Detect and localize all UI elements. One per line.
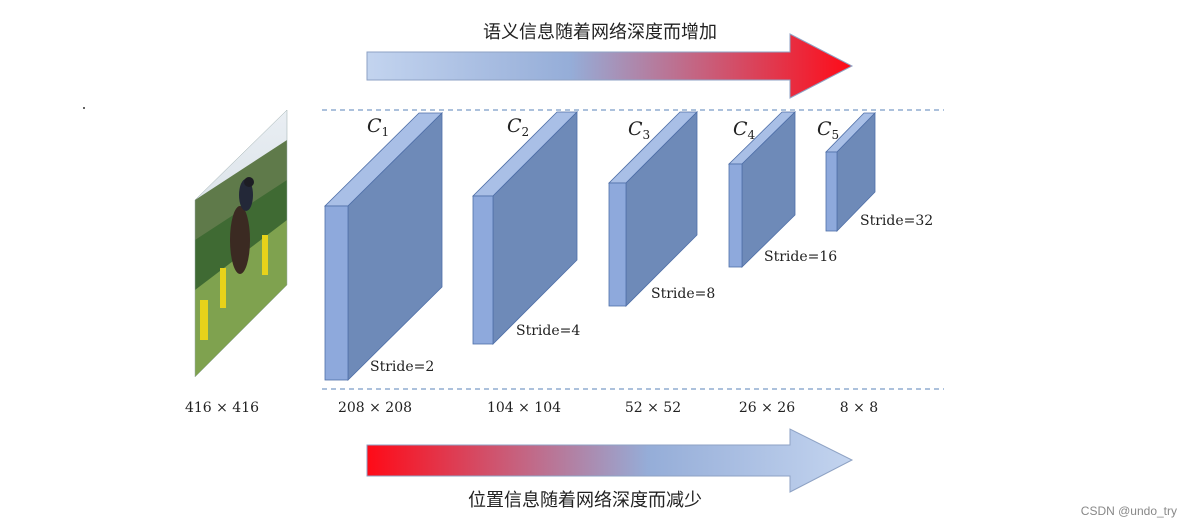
- block-stride-label: Stride=32: [860, 213, 933, 229]
- top-arrow: 语义信息随着网络深度而增加: [367, 22, 852, 98]
- block-c-letter: C: [367, 115, 382, 137]
- block-stride-label: Stride=16: [764, 249, 837, 265]
- block-front-face: [826, 152, 837, 231]
- block-stride-label: Stride=8: [651, 286, 715, 302]
- block-c-subscript: 4: [748, 128, 756, 142]
- block-front-face: [609, 183, 626, 306]
- block-c-subscript: 1: [382, 125, 390, 139]
- block-c-label: C3: [628, 118, 650, 142]
- block-front-face: [325, 206, 348, 380]
- top-arrow-shape: [367, 34, 852, 98]
- block-front-face: [729, 164, 742, 267]
- block-c-label: C2: [507, 115, 529, 139]
- input-size-label: 416 × 416: [185, 400, 259, 416]
- bottom-arrow-shape: [367, 429, 852, 492]
- block-c-subscript: 5: [832, 128, 840, 142]
- block-c-label: C1: [367, 115, 389, 139]
- bottom-arrow-label: 位置信息随着网络深度而减少: [468, 490, 702, 511]
- stray-dot: [83, 107, 85, 109]
- top-arrow-label: 语义信息随着网络深度而增加: [483, 22, 717, 43]
- block-c-letter: C: [817, 118, 832, 140]
- block-front-face: [473, 196, 493, 344]
- block-size-label: 208 × 208: [338, 400, 412, 416]
- block-size-label: 26 × 26: [739, 400, 795, 416]
- block-c-label: C4: [733, 118, 756, 142]
- watermark: CSDN @undo_try: [1081, 504, 1177, 518]
- block-stride-label: Stride=4: [516, 323, 580, 339]
- block-c-subscript: 3: [643, 128, 651, 142]
- input-image: [195, 0, 287, 377]
- block-c-letter: C: [733, 118, 748, 140]
- block-c-letter: C: [628, 118, 643, 140]
- bottom-arrow: 位置信息随着网络深度而减少: [367, 429, 852, 511]
- block-stride-label: Stride=2: [370, 359, 434, 375]
- block-c-letter: C: [507, 115, 522, 137]
- block-c-label: C5: [817, 118, 839, 142]
- block-size-label: 8 × 8: [840, 400, 878, 416]
- block-size-label: 52 × 52: [625, 400, 681, 416]
- block-size-label: 104 × 104: [487, 400, 561, 416]
- block-c-subscript: 2: [522, 125, 530, 139]
